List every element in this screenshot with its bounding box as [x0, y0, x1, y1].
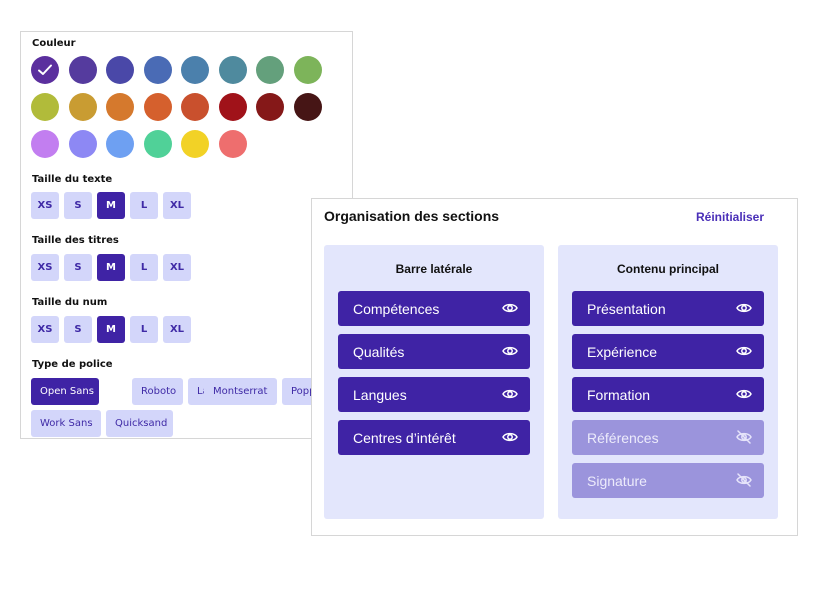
size-option-xs[interactable]: XS [31, 192, 59, 219]
color-swatch[interactable] [256, 93, 284, 121]
color-swatch[interactable] [143, 130, 172, 158]
panel-title: Organisation des sections [324, 208, 500, 224]
section-item-label: Langues [353, 386, 407, 403]
color-swatch[interactable] [293, 56, 322, 84]
section-item[interactable]: Compétences [338, 291, 530, 326]
section-item-label: Expérience [587, 343, 658, 360]
color-swatch[interactable] [31, 130, 59, 158]
size-option-l[interactable]: L [130, 254, 158, 281]
color-swatch[interactable] [31, 93, 59, 121]
font-option[interactable]: Quicksand [106, 410, 173, 437]
size-option-m[interactable]: M [97, 254, 125, 281]
color-swatch[interactable] [256, 56, 284, 84]
color-swatch[interactable] [68, 93, 97, 121]
eye-icon[interactable] [502, 430, 518, 444]
size-option-xl[interactable]: XL [163, 316, 191, 343]
main-column-title: Contenu principal [617, 262, 719, 276]
section-item[interactable]: Centres d’intérêt [338, 420, 530, 455]
font-option[interactable]: Montserrat [204, 378, 277, 405]
size-option-m[interactable]: M [97, 316, 125, 343]
font-type-label: Type de police [32, 359, 113, 370]
num-size-label: Taille du num [32, 297, 108, 308]
font-option[interactable]: Open Sans [31, 378, 99, 405]
eye-off-icon[interactable] [736, 473, 752, 487]
size-option-l[interactable]: L [130, 192, 158, 219]
eye-icon[interactable] [502, 301, 518, 315]
eye-icon[interactable] [736, 344, 752, 358]
size-option-xl[interactable]: XL [163, 192, 191, 219]
section-item[interactable]: Qualités [338, 334, 530, 369]
color-swatch[interactable] [31, 56, 59, 84]
color-swatch[interactable] [143, 93, 172, 121]
section-item-label: Qualités [353, 343, 405, 360]
title-size-label: Taille des titres [32, 235, 119, 246]
check-icon [38, 64, 52, 75]
color-swatch[interactable] [106, 130, 134, 158]
color-swatch[interactable] [68, 56, 97, 84]
section-item[interactable]: Présentation [572, 291, 764, 326]
color-swatch[interactable] [181, 56, 209, 84]
color-swatch[interactable] [218, 130, 247, 158]
size-option-s[interactable]: S [64, 192, 92, 219]
section-item-label: Formation [587, 386, 651, 403]
section-item-label: Compétences [353, 300, 440, 317]
size-option-s[interactable]: S [64, 316, 92, 343]
color-swatch[interactable] [218, 93, 247, 121]
color-swatch[interactable] [218, 56, 247, 84]
color-swatch[interactable] [181, 93, 209, 121]
color-swatch[interactable] [181, 130, 209, 158]
section-item[interactable]: Langues [338, 377, 530, 412]
section-item-label: Présentation [587, 300, 666, 317]
color-swatch[interactable] [143, 56, 172, 84]
eye-icon[interactable] [736, 301, 752, 315]
color-swatch[interactable] [106, 93, 134, 121]
size-option-l[interactable]: L [130, 316, 158, 343]
color-swatch[interactable] [106, 56, 134, 84]
section-item-label: Références [587, 429, 659, 446]
color-swatch[interactable] [293, 93, 322, 121]
size-option-xl[interactable]: XL [163, 254, 191, 281]
text-size-label: Taille du texte [32, 174, 113, 185]
font-option[interactable]: Roboto [132, 378, 183, 405]
section-item[interactable]: Signature [572, 463, 764, 498]
sidebar-column-title: Barre latérale [395, 262, 473, 276]
sections-panel: Organisation des sections Réinitialiser … [311, 198, 798, 536]
eye-off-icon[interactable] [736, 430, 752, 444]
size-option-s[interactable]: S [64, 254, 92, 281]
color-label: Couleur [32, 38, 76, 49]
section-item-label: Centres d’intérêt [353, 429, 456, 446]
size-option-m[interactable]: M [97, 192, 125, 219]
section-item[interactable]: Références [572, 420, 764, 455]
section-item[interactable]: Expérience [572, 334, 764, 369]
color-swatch[interactable] [68, 130, 97, 158]
font-option[interactable]: Work Sans [31, 410, 101, 437]
size-option-xs[interactable]: XS [31, 316, 59, 343]
eye-icon[interactable] [502, 387, 518, 401]
size-option-xs[interactable]: XS [31, 254, 59, 281]
section-item-label: Signature [587, 472, 647, 489]
section-item[interactable]: Formation [572, 377, 764, 412]
eye-icon[interactable] [736, 387, 752, 401]
reset-button[interactable]: Réinitialiser [696, 210, 765, 224]
eye-icon[interactable] [502, 344, 518, 358]
